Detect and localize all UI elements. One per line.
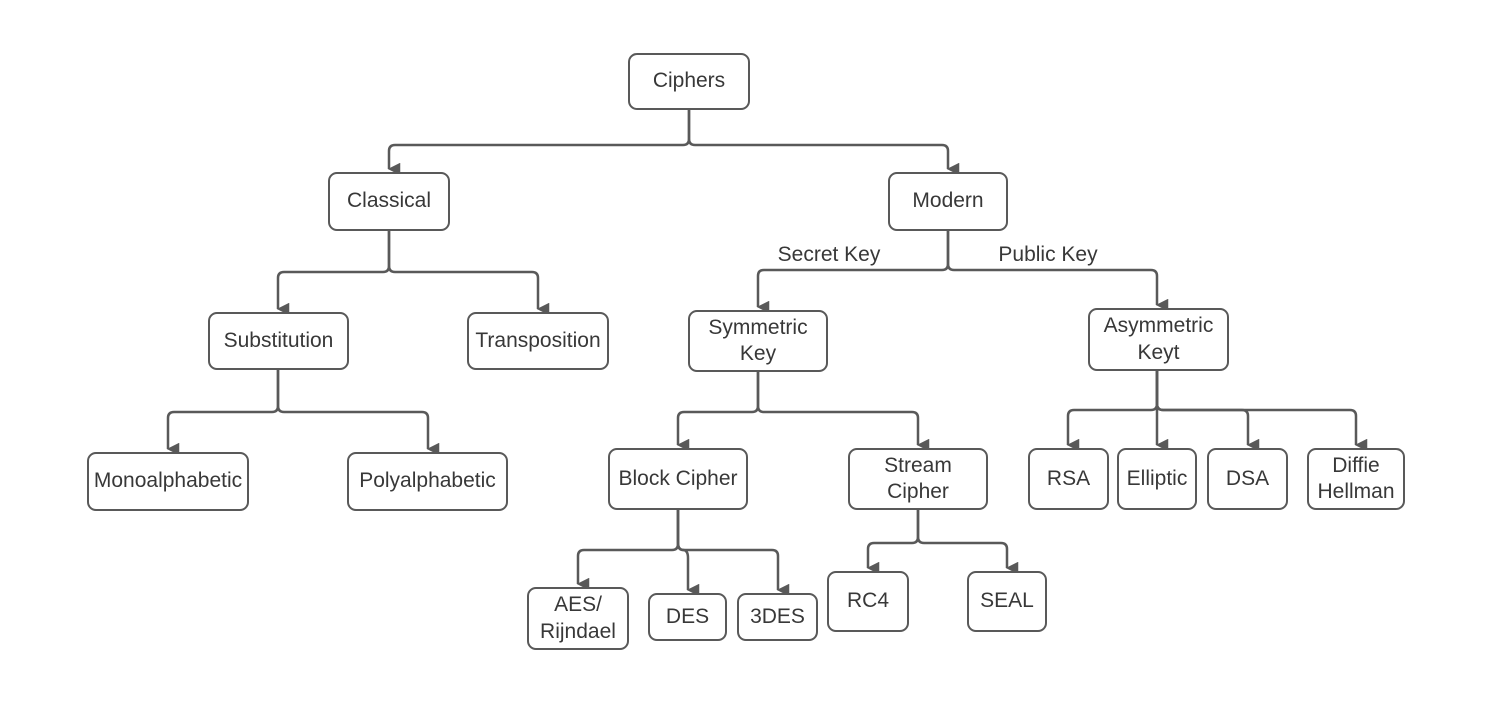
node-rsa: RSA [1028,448,1109,510]
node-transposition: Transposition [467,312,609,370]
edge-symmetric-stream [756,372,930,452]
edge-substitution-polyalphabetic [276,370,440,456]
node-elliptic: Elliptic [1117,448,1197,510]
edge-asymmetric-diffie [1155,371,1368,452]
node-symmetric-key: Symmetric Key [688,310,828,372]
node-modern: Modern [888,172,1008,231]
edge-asymmetric-dsa [1155,371,1260,452]
node-substitution: Substitution [208,312,349,370]
edge-ciphers-classical [387,110,691,176]
node-monoalphabetic: Monoalphabetic [87,452,249,511]
node-dsa: DSA [1207,448,1288,510]
node-aes-rijndael: AES/ Rijndael [527,587,629,650]
edge-asymmetric-rsa [1066,371,1159,452]
edge-classical-transposition [387,231,550,316]
edge-label-public-key: Public Key [998,243,1098,266]
edge-substitution-monoalphabetic [166,370,280,456]
node-ciphers: Ciphers [628,53,750,110]
edge-modern-asymmetric [946,231,1169,312]
node-diffie-hellman: Diffie Hellman [1307,448,1405,510]
node-polyalphabetic: Polyalphabetic [347,452,508,511]
node-asymmetric-key: Asymmetric Keyt [1088,308,1229,371]
node-stream-cipher: Stream Cipher [848,448,988,510]
edge-symmetric-block [676,372,760,452]
node-des: DES [648,593,727,641]
edge-block-3des [676,510,790,597]
edge-stream-seal [916,510,1019,575]
edge-ciphers-modern [687,110,960,176]
node-seal: SEAL [967,571,1047,632]
node-classical: Classical [328,172,450,231]
node-3des: 3DES [737,593,818,641]
edge-block-aes [576,510,680,591]
edge-stream-rc4 [866,510,920,575]
edge-label-secret-key: Secret Key [777,243,881,266]
edge-classical-substitution [276,231,391,316]
node-block-cipher: Block Cipher [608,448,748,510]
node-rc4: RC4 [827,571,909,632]
